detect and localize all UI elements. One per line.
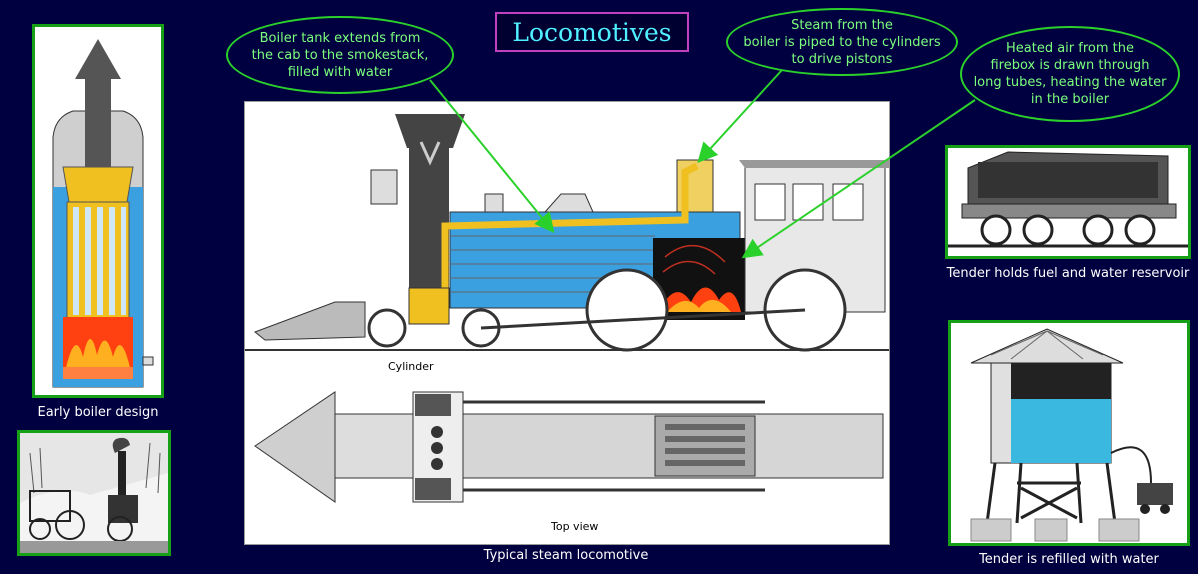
tender-drawing bbox=[948, 148, 1188, 256]
arrow-boiler-tank bbox=[429, 79, 555, 234]
early-boiler-panel bbox=[32, 24, 164, 398]
tender-panel bbox=[945, 145, 1191, 259]
title-text: Locomotives bbox=[512, 17, 672, 47]
locomotive-panel: Cylinder Top view bbox=[244, 101, 890, 545]
callout-steam-text: Steam from the boiler is piped to the cy… bbox=[743, 17, 941, 67]
label-top-view: Top view bbox=[551, 520, 599, 533]
caption-typical-locomotive: Typical steam locomotive bbox=[483, 548, 649, 563]
water-tower-drawing bbox=[951, 323, 1187, 543]
callout-steam: Steam from the boiler is piped to the cy… bbox=[726, 8, 958, 76]
water-tower-panel bbox=[948, 320, 1190, 546]
caption-tender-holds: Tender holds fuel and water reservoir bbox=[946, 266, 1190, 281]
caption-early-boiler: Early boiler design bbox=[37, 405, 159, 420]
early-engine-drawing bbox=[20, 433, 168, 553]
top-view bbox=[254, 391, 884, 503]
side-view bbox=[245, 114, 889, 352]
callout-heated-air: Heated air from the firebox is drawn thr… bbox=[960, 26, 1180, 122]
arrow-steam bbox=[697, 69, 783, 163]
callout-boiler-tank-text: Boiler tank extends from the cab to the … bbox=[251, 30, 429, 80]
arrow-heated-air bbox=[741, 99, 976, 259]
caption-tender-refilled: Tender is refilled with water bbox=[979, 552, 1159, 567]
page-title: Locomotives bbox=[495, 12, 689, 52]
early-boiler-diagram bbox=[52, 39, 154, 388]
callout-heated-air-text: Heated air from the firebox is drawn thr… bbox=[973, 41, 1167, 107]
locomotive-diagram bbox=[245, 114, 889, 503]
early-engine-sketch bbox=[17, 430, 171, 556]
callout-boiler-tank: Boiler tank extends from the cab to the … bbox=[226, 16, 454, 94]
label-cylinder: Cylinder bbox=[388, 360, 434, 373]
